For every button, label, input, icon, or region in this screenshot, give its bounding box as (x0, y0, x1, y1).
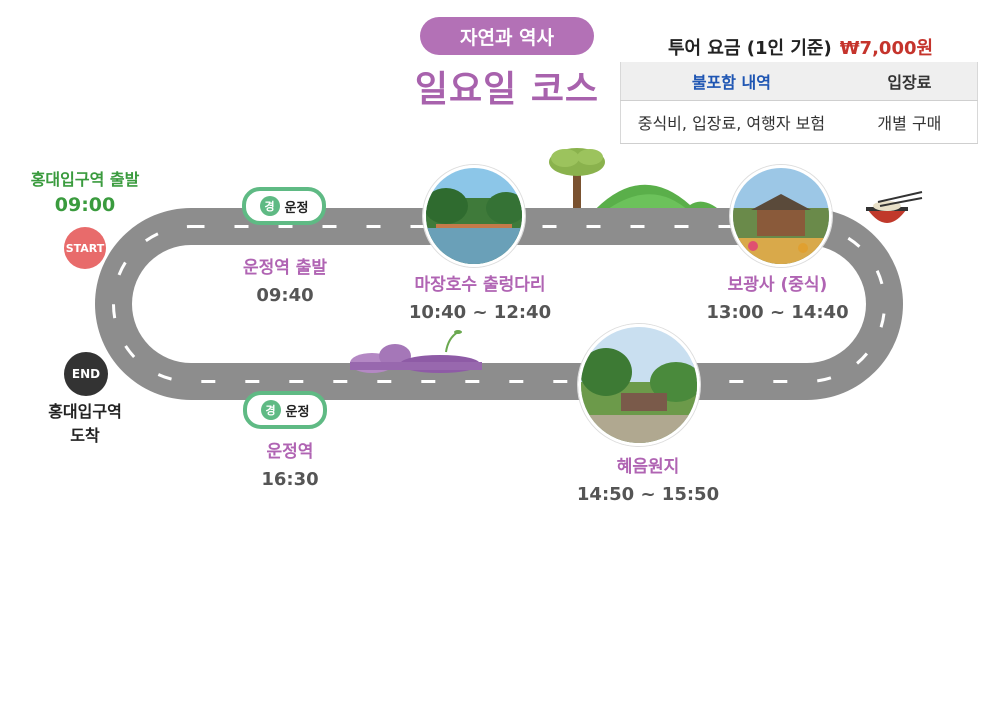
price-label: 투어 요금 (1인 기준) (668, 38, 832, 59)
start-badge: START (64, 227, 106, 269)
course-tag: 자연과 역사 (420, 17, 594, 55)
start-location: 홍대입구역 출발 (30, 170, 140, 189)
end-badge: END (64, 352, 108, 396)
noodle-bowl-icon (866, 191, 923, 223)
bus-stop-label: 운정 (285, 404, 310, 420)
photo-majang-lake (423, 165, 525, 267)
tour-price: 투어 요금 (1인 기준) ₩7,000원 (668, 34, 933, 60)
fee-cell-excluded: 중식비, 입장료, 여행자 보험 (619, 100, 842, 144)
bus-stop-icon: 경 (260, 400, 281, 420)
bush-icon (350, 344, 482, 373)
end-location-text: 홍대입구역 도착 (48, 402, 122, 445)
start-time: 09:00 (54, 194, 116, 216)
bus-stop-label: 운정 (284, 200, 309, 216)
page-title: 일요일 코스 (414, 69, 600, 110)
fee-cell-admission: 개별 구매 (841, 100, 978, 144)
price-amount: ₩7,000원 (839, 38, 934, 59)
photo-bogwangsa (730, 165, 832, 267)
fee-header-admission: 입장료 (841, 62, 978, 101)
photo-hyeeumwonji (578, 324, 700, 446)
bus-stop-icon: 경 (259, 196, 280, 216)
stop-unjeong-departure: 운정역 출발 09:40 (242, 258, 328, 306)
fee-table: 불포함 내역 입장료 중식비, 입장료, 여행자 보험 개별 구매 (619, 62, 978, 144)
fee-header-excluded: 불포함 내역 (619, 62, 842, 101)
bus-stop-badge-top: 경 운정 (242, 187, 326, 225)
stop-bogwangsa: 보광사 (중식) 13:00 ~ 14:40 (706, 275, 849, 323)
bus-stop-badge-bottom: 경 운정 (243, 391, 327, 429)
stop-majang-lake: 마장호수 출렁다리 10:40 ~ 12:40 (408, 275, 552, 323)
end-location: 홍대입구역 도착 (30, 400, 140, 448)
stop-hyeeumwonji: 혜음원지 14:50 ~ 15:50 (576, 457, 720, 505)
table-row: 중식비, 입장료, 여행자 보험 개별 구매 (619, 100, 978, 144)
tree-icon (549, 148, 605, 214)
stop-unjeong-return: 운정역 16:30 (261, 442, 319, 490)
fee-table-header-row: 불포함 내역 입장료 (619, 62, 978, 101)
sprout-icon (445, 330, 462, 353)
